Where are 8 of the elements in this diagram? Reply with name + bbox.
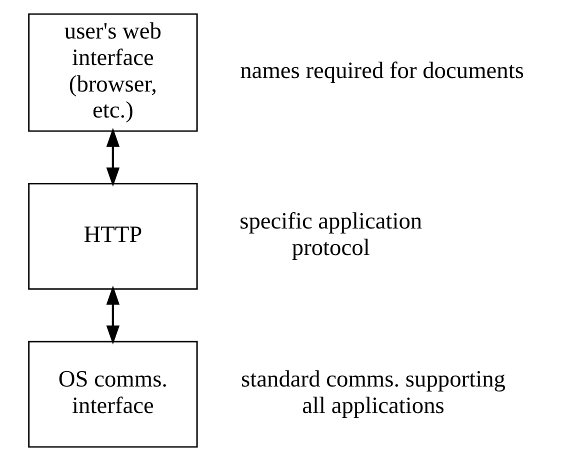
node-box: user's web interface (browser, etc.): [28, 13, 198, 132]
node-box: HTTP: [28, 182, 198, 290]
arrow: [106, 286, 120, 344]
node-label: specific application protocol: [240, 208, 422, 262]
node-label: standard comms. supporting all applications: [241, 366, 506, 420]
node-box: OS comms. interface: [28, 340, 198, 448]
arrow: [106, 128, 120, 187]
node-label: names required for documents: [240, 58, 524, 84]
